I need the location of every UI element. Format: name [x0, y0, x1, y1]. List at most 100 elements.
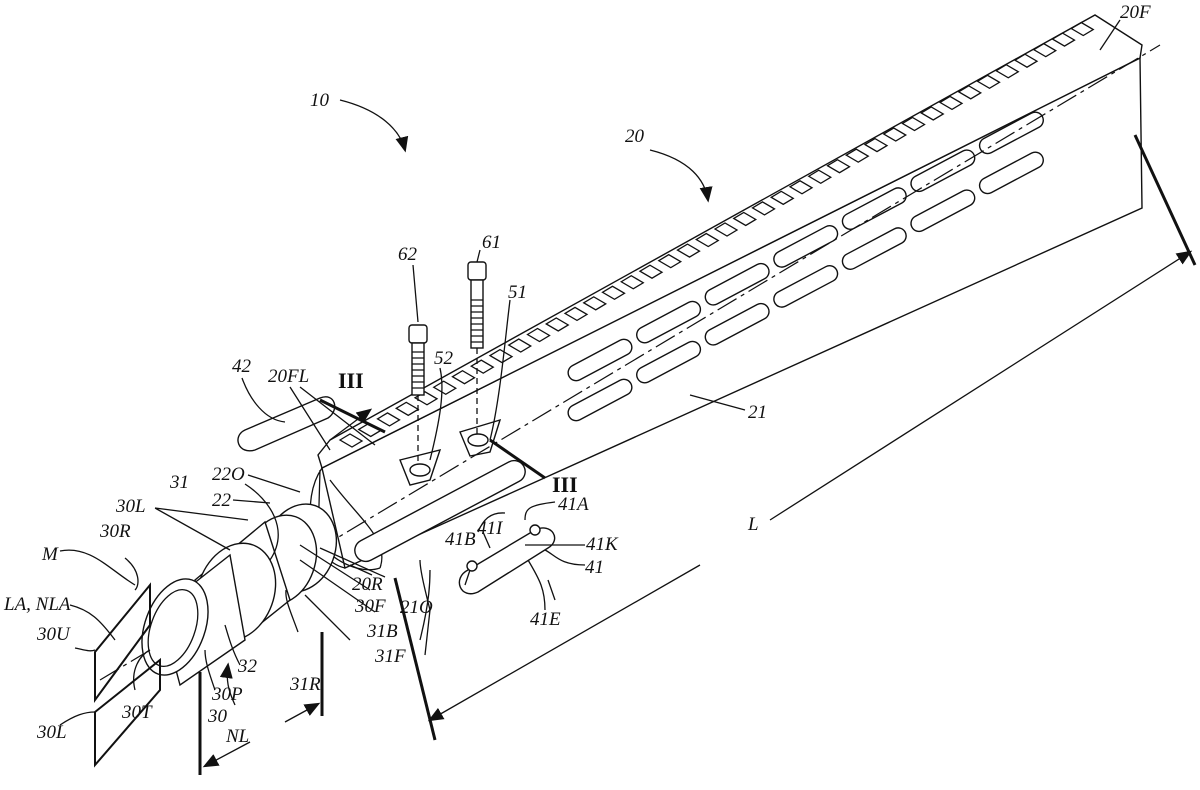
rail-tooth: [469, 359, 495, 374]
label-41: 41: [585, 557, 604, 578]
label-30U: 30U: [36, 624, 71, 645]
rail-tooth: [863, 137, 889, 153]
rail-tooth: [788, 180, 814, 195]
reference-labels: 10 20 20F 21 62 61 51 52 42 20FL 22O 22 …: [3, 2, 1151, 747]
rail-tooth: [826, 158, 851, 174]
label-21O: 21O: [400, 597, 433, 618]
rail-tooth: [713, 222, 739, 237]
label-20FL: 20FL: [268, 366, 309, 387]
rail-tooth: [488, 348, 514, 364]
label-NL: NL: [225, 726, 249, 747]
label-51: 51: [508, 282, 527, 303]
rail-tooth: [376, 412, 401, 427]
handguard-rail-20: [309, 14, 1143, 571]
label-41B: 41B: [445, 529, 476, 550]
dimension-L: [393, 134, 1197, 741]
label-30T: 30T: [121, 702, 153, 723]
rail-tooth: [1051, 32, 1076, 47]
mlok-slot: [704, 302, 770, 346]
screw-61: [467, 261, 487, 435]
mlok-slot: [841, 187, 907, 230]
rail-tooth: [582, 296, 608, 311]
mlok-slot: [567, 378, 633, 422]
label-22O: 22O: [212, 464, 245, 485]
plane-30U: [94, 582, 151, 704]
label-31B: 31B: [366, 621, 398, 642]
label-L: L: [747, 514, 759, 535]
rail-tooth: [1069, 21, 1095, 37]
label-52: 52: [434, 348, 454, 369]
label-30L-upper: 30L: [115, 496, 146, 517]
rail-tooth: [976, 74, 1001, 90]
rail-tooth: [638, 264, 664, 279]
label-20: 20: [625, 126, 645, 147]
label-30R: 30R: [99, 521, 131, 542]
label-41E: 41E: [530, 609, 561, 630]
section-line-upper: [319, 398, 386, 434]
mlok-slot: [841, 227, 907, 270]
label-31F: 31F: [374, 646, 406, 667]
rail-tooth: [769, 190, 795, 206]
rail-tooth: [544, 317, 570, 332]
label-31R: 31R: [289, 674, 321, 695]
rail-tooth: [938, 95, 964, 111]
label-30P: 30P: [211, 684, 243, 705]
label-20R: 20R: [352, 574, 383, 595]
plane-30L: [94, 657, 161, 768]
mlok-slot: [636, 300, 702, 344]
screw-62: [408, 324, 428, 465]
rail-tooth: [901, 116, 926, 132]
mlok-slot: [567, 338, 633, 382]
label-21: 21: [748, 402, 767, 423]
picatinny-rail-teeth: [338, 21, 1095, 448]
dimension-NL: [198, 632, 324, 775]
rail-tooth: [994, 63, 1020, 79]
label-30F: 30F: [354, 596, 386, 617]
rail-tooth: [601, 285, 626, 301]
rail-tooth: [451, 369, 476, 385]
rail-tooth: [882, 127, 908, 142]
label-20F: 20F: [1120, 2, 1151, 23]
label-62: 62: [398, 244, 418, 265]
rail-tooth: [694, 232, 720, 248]
rail-tooth: [563, 306, 589, 322]
rail-tooth: [919, 106, 945, 121]
rail-tooth: [676, 243, 701, 258]
label-61: 61: [482, 232, 501, 253]
label-41A: 41A: [558, 494, 589, 515]
mlok-slot: [704, 262, 770, 306]
label-10: 10: [310, 90, 330, 111]
label-M: M: [41, 544, 59, 565]
rail-tooth: [1013, 53, 1039, 68]
longitudinal-axis: [99, 44, 1161, 681]
rail-tooth: [507, 338, 533, 353]
mlok-slot: [773, 265, 839, 308]
label-32: 32: [237, 656, 258, 677]
section-mark-upper: III: [338, 368, 364, 393]
label-31: 31: [169, 472, 189, 493]
label-30: 30: [207, 706, 228, 727]
label-41K: 41K: [586, 534, 619, 555]
barrel-nut-30: [141, 503, 338, 687]
label-41I: 41I: [477, 518, 504, 539]
label-22: 22: [212, 490, 232, 511]
rail-tooth: [526, 327, 551, 343]
rail-tooth: [657, 253, 683, 269]
section-line-lower: [489, 438, 546, 480]
rail-tooth: [844, 148, 870, 163]
rail-tooth: [338, 433, 364, 448]
mlok-slot: [773, 225, 839, 268]
rail-tooth: [619, 274, 645, 290]
mlok-slot: [910, 189, 976, 233]
rail-tooth: [1032, 42, 1058, 58]
section-mark-lower: III: [552, 472, 578, 497]
mlok-slot: [910, 149, 976, 193]
mlok-slot: [636, 340, 702, 384]
rail-tooth: [807, 169, 833, 185]
label-42: 42: [232, 356, 252, 377]
mlok-slot: [978, 151, 1044, 195]
rail-tooth: [732, 211, 758, 227]
rail-tooth: [957, 85, 983, 100]
mlok-slots: [567, 111, 1044, 422]
